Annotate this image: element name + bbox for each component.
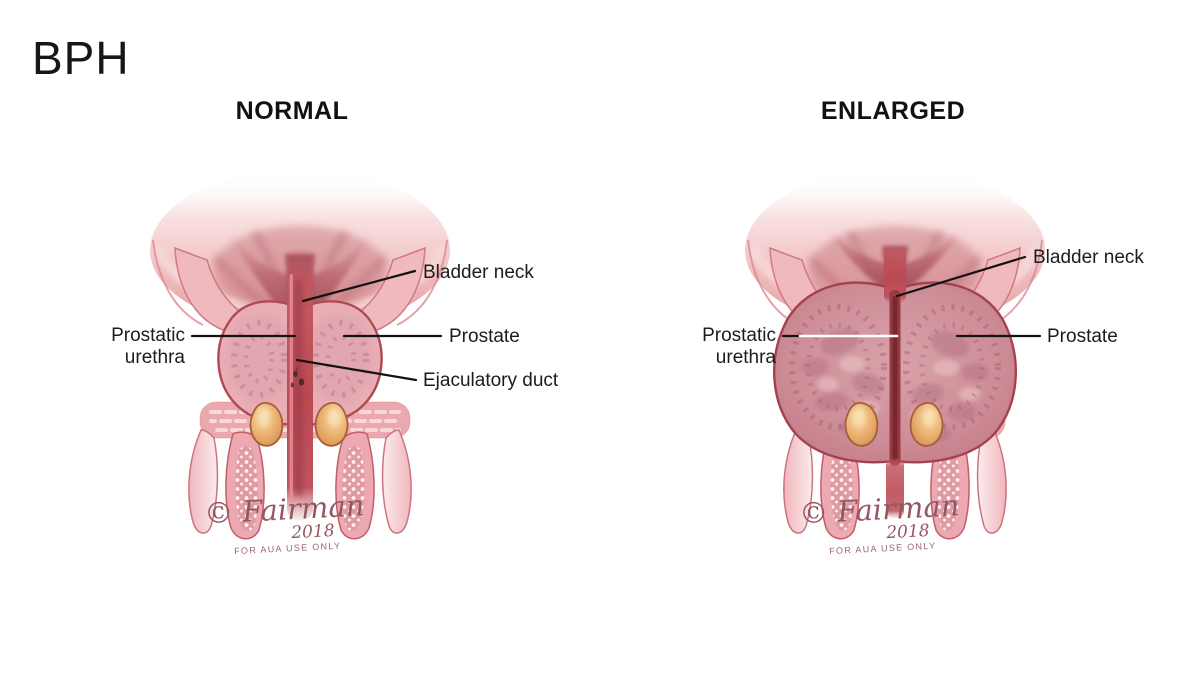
artist-signature-normal: © Fairman 2018 FOR AUA USE ONLY [203,488,365,557]
normal-prostate-label: Prostate [449,326,520,347]
normal-bladder-neck-label: Bladder neck [423,262,534,283]
ejaculatory-duct-openings [290,365,305,388]
normal-illustration: © Fairman 2018 FOR AUA USE ONLY [150,170,450,557]
bladder-neck-leader-line [301,269,417,303]
panel-enlarged-header: ENLARGED [821,97,965,125]
signature-notice: FOR AUA USE ONLY [234,541,342,557]
bladder-neck-leader-line [895,255,1027,298]
enlarged-prostatic-urethra-label-line1: Prostatic [702,325,776,346]
enlarged-prostatic-urethra-label-line2: urethra [716,347,777,368]
page-title: BPH [32,32,130,84]
ejaculatory-duct-leader-line [295,358,418,382]
normal-prostatic-urethra-label-line1: Prostatic [111,325,185,346]
artist-signature-enlarged: © Fairman 2018 FOR AUA USE ONLY [798,488,960,557]
normal-prostatic-urethra-label-line2: urethra [125,347,186,368]
normal-callouts [190,269,443,382]
enlarged-bladder-neck-label: Bladder neck [1033,247,1144,268]
signature-artist: © Fairman [798,488,960,530]
signature-notice: FOR AUA USE ONLY [829,541,937,557]
signature-year: 2018 [885,521,930,543]
signature-artist: © Fairman [203,488,365,530]
normal-ejaculatory-duct-label: Ejaculatory duct [423,370,559,391]
signature-year: 2018 [290,521,335,543]
panel-normal-header: NORMAL [236,97,349,125]
enlarged-callouts [781,255,1042,338]
enlarged-illustration: © Fairman 2018 FOR AUA USE ONLY [745,170,1045,557]
enlarged-prostate-label: Prostate [1047,326,1118,347]
